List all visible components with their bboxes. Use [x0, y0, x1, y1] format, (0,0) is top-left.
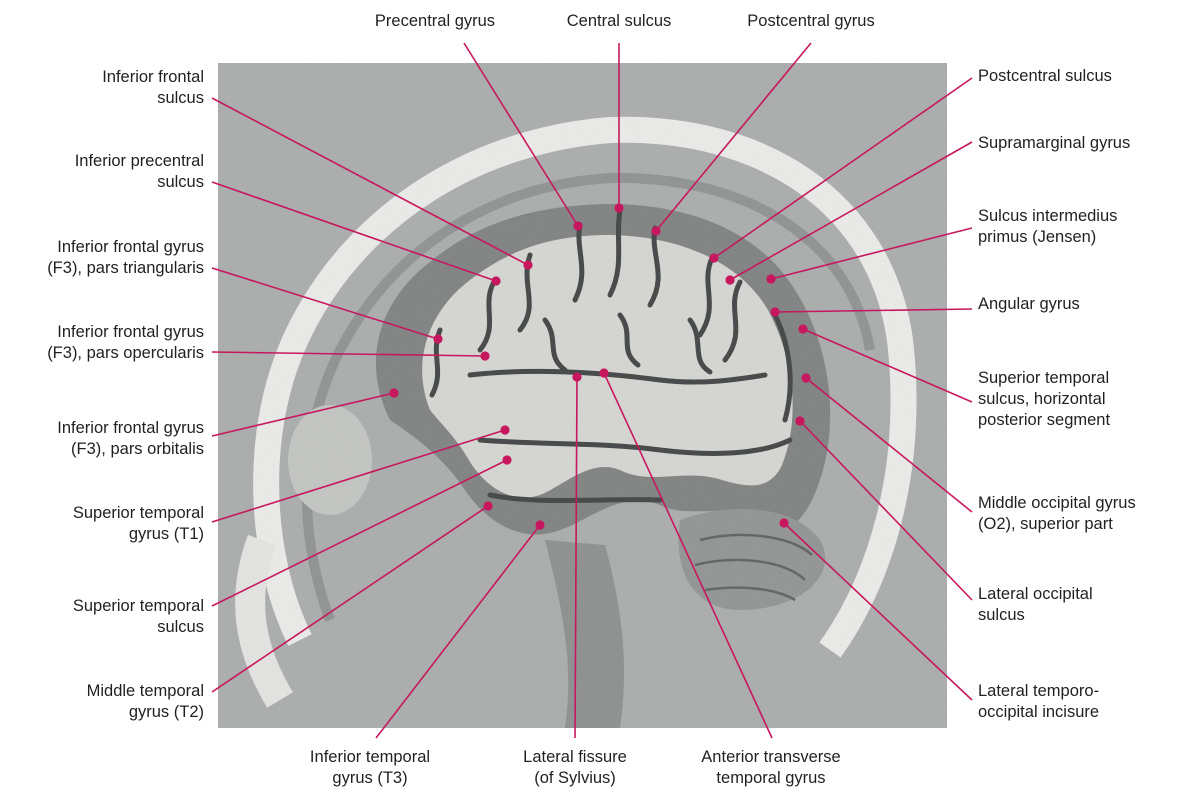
- label-lateral-fissure: Lateral fissure (of Sylvius): [523, 747, 627, 789]
- label-inferior-frontal-sulcus: Inferior frontal sulcus: [102, 67, 204, 109]
- marker-dot-central-sulcus: [614, 203, 623, 212]
- label-ifg-pars-triangularis: Inferior frontal gyrus (F3), pars triang…: [47, 237, 204, 279]
- label-supramarginal-gyrus: Supramarginal gyrus: [978, 133, 1130, 154]
- leader-line-inferior-frontal-sulcus: [212, 98, 528, 265]
- leader-line-inferior-temporal-gyrus: [376, 525, 540, 738]
- marker-dot-lateral-fissure: [572, 372, 581, 381]
- leader-line-postcentral-gyrus: [656, 43, 811, 231]
- leader-line-inferior-precentral-sulcus: [212, 182, 496, 281]
- leader-line-ifg-pars-triangularis: [212, 268, 438, 339]
- label-superior-temporal-gyrus: Superior temporal gyrus (T1): [73, 503, 204, 545]
- marker-dot-ifg-pars-triangularis: [433, 334, 442, 343]
- label-superior-temporal-sulcus: Superior temporal sulcus: [73, 596, 204, 638]
- label-sulcus-intermedius-primus: Sulcus intermedius primus (Jensen): [978, 206, 1117, 248]
- leader-line-middle-occipital-gyrus-superior-part: [806, 378, 972, 512]
- label-lateral-temporo-occipital-incisure: Lateral temporo- occipital incisure: [978, 681, 1099, 723]
- label-central-sulcus: Central sulcus: [567, 11, 672, 32]
- marker-dot-inferior-temporal-gyrus: [535, 520, 544, 529]
- marker-dot-lateral-temporo-occipital-incisure: [779, 518, 788, 527]
- label-middle-temporal-gyrus: Middle temporal gyrus (T2): [87, 681, 204, 723]
- leader-line-postcentral-sulcus: [714, 78, 972, 258]
- leader-line-middle-temporal-gyrus: [212, 506, 488, 692]
- leader-line-anterior-transverse-temporal-gyrus: [604, 373, 772, 738]
- leader-line-lateral-occipital-sulcus: [800, 421, 972, 600]
- label-postcentral-sulcus: Postcentral sulcus: [978, 66, 1112, 87]
- label-angular-gyrus: Angular gyrus: [978, 294, 1080, 315]
- marker-dot-supramarginal-gyrus: [725, 275, 734, 284]
- label-precentral-gyrus: Precentral gyrus: [375, 11, 495, 32]
- label-sts-horizontal-posterior-segment: Superior temporal sulcus, horizontal pos…: [978, 368, 1110, 431]
- leader-line-ifg-pars-opercularis: [212, 352, 485, 356]
- label-lateral-occipital-sulcus: Lateral occipital sulcus: [978, 584, 1093, 626]
- leader-line-sts-horizontal-posterior-segment: [803, 329, 972, 402]
- marker-dot-postcentral-gyrus: [651, 226, 660, 235]
- marker-dot-postcentral-sulcus: [709, 253, 718, 262]
- marker-dot-inferior-frontal-sulcus: [523, 260, 532, 269]
- marker-dot-angular-gyrus: [770, 307, 779, 316]
- leader-line-superior-temporal-sulcus: [212, 460, 507, 606]
- marker-dot-middle-temporal-gyrus: [483, 501, 492, 510]
- label-ifg-pars-orbitalis: Inferior frontal gyrus (F3), pars orbita…: [57, 418, 204, 460]
- label-inferior-temporal-gyrus: Inferior temporal gyrus (T3): [310, 747, 430, 789]
- marker-dot-inferior-precentral-sulcus: [491, 276, 500, 285]
- label-ifg-pars-opercularis: Inferior frontal gyrus (F3), pars opercu…: [47, 322, 204, 364]
- label-inferior-precentral-sulcus: Inferior precentral sulcus: [75, 151, 204, 193]
- leader-line-superior-temporal-gyrus: [212, 430, 505, 522]
- marker-dot-sulcus-intermedius-primus: [766, 274, 775, 283]
- leader-line-ifg-pars-orbitalis: [212, 393, 394, 436]
- marker-dot-sts-horizontal-posterior-segment: [798, 324, 807, 333]
- marker-dot-anterior-transverse-temporal-gyrus: [599, 368, 608, 377]
- leader-line-lateral-fissure: [575, 377, 577, 738]
- label-middle-occipital-gyrus-superior-part: Middle occipital gyrus (O2), superior pa…: [978, 493, 1136, 535]
- marker-dot-ifg-pars-orbitalis: [389, 388, 398, 397]
- marker-dot-superior-temporal-sulcus: [502, 455, 511, 464]
- marker-dot-superior-temporal-gyrus: [500, 425, 509, 434]
- marker-dot-middle-occipital-gyrus-superior-part: [801, 373, 810, 382]
- leader-line-angular-gyrus: [775, 309, 972, 312]
- label-anterior-transverse-temporal-gyrus: Anterior transverse temporal gyrus: [701, 747, 840, 789]
- leader-line-sulcus-intermedius-primus: [771, 228, 972, 279]
- label-postcentral-gyrus: Postcentral gyrus: [747, 11, 874, 32]
- marker-dot-ifg-pars-opercularis: [480, 351, 489, 360]
- leader-line-lateral-temporo-occipital-incisure: [784, 523, 972, 700]
- marker-dot-lateral-occipital-sulcus: [795, 416, 804, 425]
- leader-line-precentral-gyrus: [464, 43, 578, 226]
- marker-dot-precentral-gyrus: [573, 221, 582, 230]
